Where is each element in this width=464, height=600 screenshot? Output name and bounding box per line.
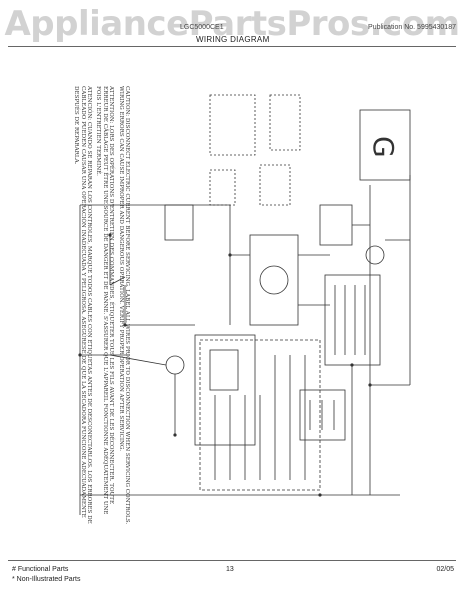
legend-box-a: [209, 94, 256, 156]
control-panel-box: [194, 334, 256, 446]
publication-number: Publication No. 5995430187: [368, 24, 456, 31]
legend-box-b: [269, 94, 301, 151]
timer-motor: [209, 349, 239, 391]
legend-non-illustrated-parts: * Non-Illustrated Parts: [12, 576, 81, 583]
page-number: 13: [226, 566, 234, 573]
legend-functional-parts: # Functional Parts: [12, 566, 69, 573]
motor-winding: [259, 265, 289, 295]
revision-date: 02/05: [436, 566, 454, 573]
timer-box: [199, 339, 321, 491]
legend-box-d: [259, 164, 291, 206]
wiring-schematic: G: [78, 94, 411, 515]
model-number: LGC5000CE1: [180, 24, 224, 31]
site-watermark: AppliancePartsPros.com: [4, 4, 460, 44]
signal-buzzer: [165, 355, 185, 375]
heater-block: [324, 274, 381, 366]
moisture-sensor-box: [299, 389, 346, 441]
revision-box: [359, 109, 411, 181]
header-divider: [8, 46, 456, 47]
footer-divider: [8, 560, 456, 561]
legend-box-c: [209, 169, 236, 206]
drum-lamp: [365, 245, 385, 265]
page-title: WIRING DIAGRAM: [196, 35, 270, 44]
relay-box: [319, 204, 353, 246]
start-switch-box: [164, 204, 194, 241]
revision-letter: G: [367, 136, 400, 158]
drive-motor: [249, 234, 299, 326]
